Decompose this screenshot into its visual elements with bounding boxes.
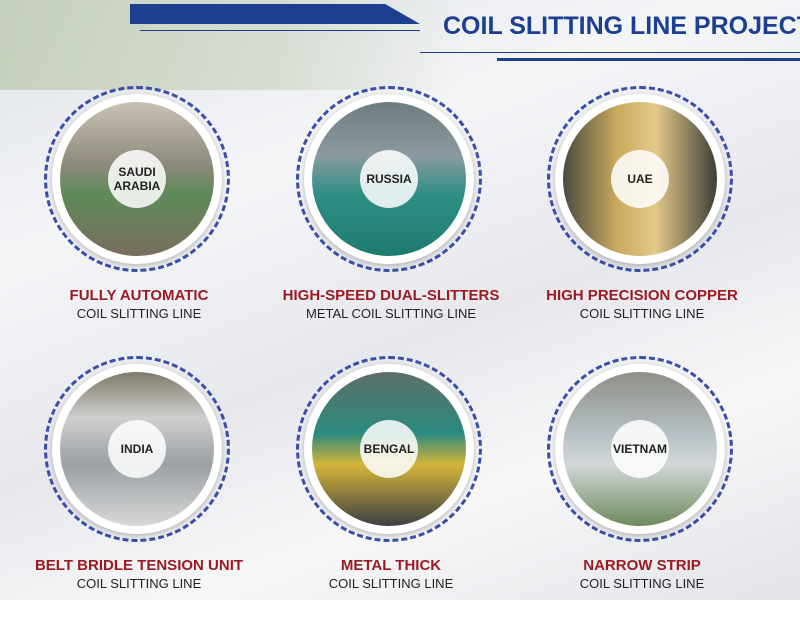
- project-photo: BENGAL: [312, 372, 466, 526]
- project-photo: SAUDI ARABIA: [60, 102, 214, 256]
- dashed-ring: [547, 86, 733, 272]
- dashed-ring: [44, 356, 230, 542]
- dashed-ring: [296, 86, 482, 272]
- project-photo: VIETNAM: [563, 372, 717, 526]
- project-card: UAE HIGH PRECISION COPPER COIL SLITTING …: [517, 86, 767, 356]
- page-title: COIL SLITTING LINE PROJECT: [443, 12, 800, 40]
- project-subtitle: METAL COIL SLITTING LINE: [306, 306, 476, 321]
- project-card: VIETNAM NARROW STRIP COIL SLITTING LINE: [517, 356, 767, 626]
- location-label: INDIA: [108, 420, 166, 478]
- dashed-ring: [44, 86, 230, 272]
- project-subtitle: COIL SLITTING LINE: [76, 306, 202, 321]
- project-subtitle: COIL SLITTING LINE: [76, 576, 202, 591]
- header-blue-bar: [130, 4, 420, 24]
- location-label: SAUDI ARABIA: [108, 150, 166, 208]
- project-poster: COIL SLITTING LINE PROJECT SAUDI ARABIA …: [0, 0, 800, 600]
- header-divider: [497, 58, 800, 61]
- location-label: VIETNAM: [611, 420, 669, 478]
- project-subtitle: COIL SLITTING LINE: [579, 576, 705, 591]
- project-photo: UAE: [563, 102, 717, 256]
- project-card: BENGAL METAL THICK COIL SLITTING LINE: [266, 356, 516, 626]
- project-card: INDIA BELT BRIDLE TENSION UNIT COIL SLIT…: [14, 356, 264, 626]
- header-divider: [140, 30, 420, 31]
- dashed-ring: [296, 356, 482, 542]
- project-card: RUSSIA HIGH-SPEED DUAL-SLITTERS METAL CO…: [266, 86, 516, 356]
- project-title: HIGH PRECISION COPPER: [546, 287, 738, 304]
- location-label: BENGAL: [360, 420, 418, 478]
- project-title: BELT BRIDLE TENSION UNIT: [34, 557, 244, 574]
- project-subtitle: COIL SLITTING LINE: [328, 576, 454, 591]
- project-photo: INDIA: [60, 372, 214, 526]
- dashed-ring: [547, 356, 733, 542]
- project-card: SAUDI ARABIA FULLY AUTOMATIC COIL SLITTI…: [14, 86, 264, 356]
- project-photo: RUSSIA: [312, 102, 466, 256]
- project-title: NARROW STRIP: [583, 557, 701, 574]
- project-title: FULLY AUTOMATIC: [69, 287, 209, 304]
- project-subtitle: COIL SLITTING LINE: [579, 306, 705, 321]
- project-title: HIGH-SPEED DUAL-SLITTERS: [282, 287, 500, 304]
- location-label: RUSSIA: [360, 150, 418, 208]
- location-label: UAE: [611, 150, 669, 208]
- project-title: METAL THICK: [340, 557, 442, 574]
- header-divider: [420, 52, 800, 53]
